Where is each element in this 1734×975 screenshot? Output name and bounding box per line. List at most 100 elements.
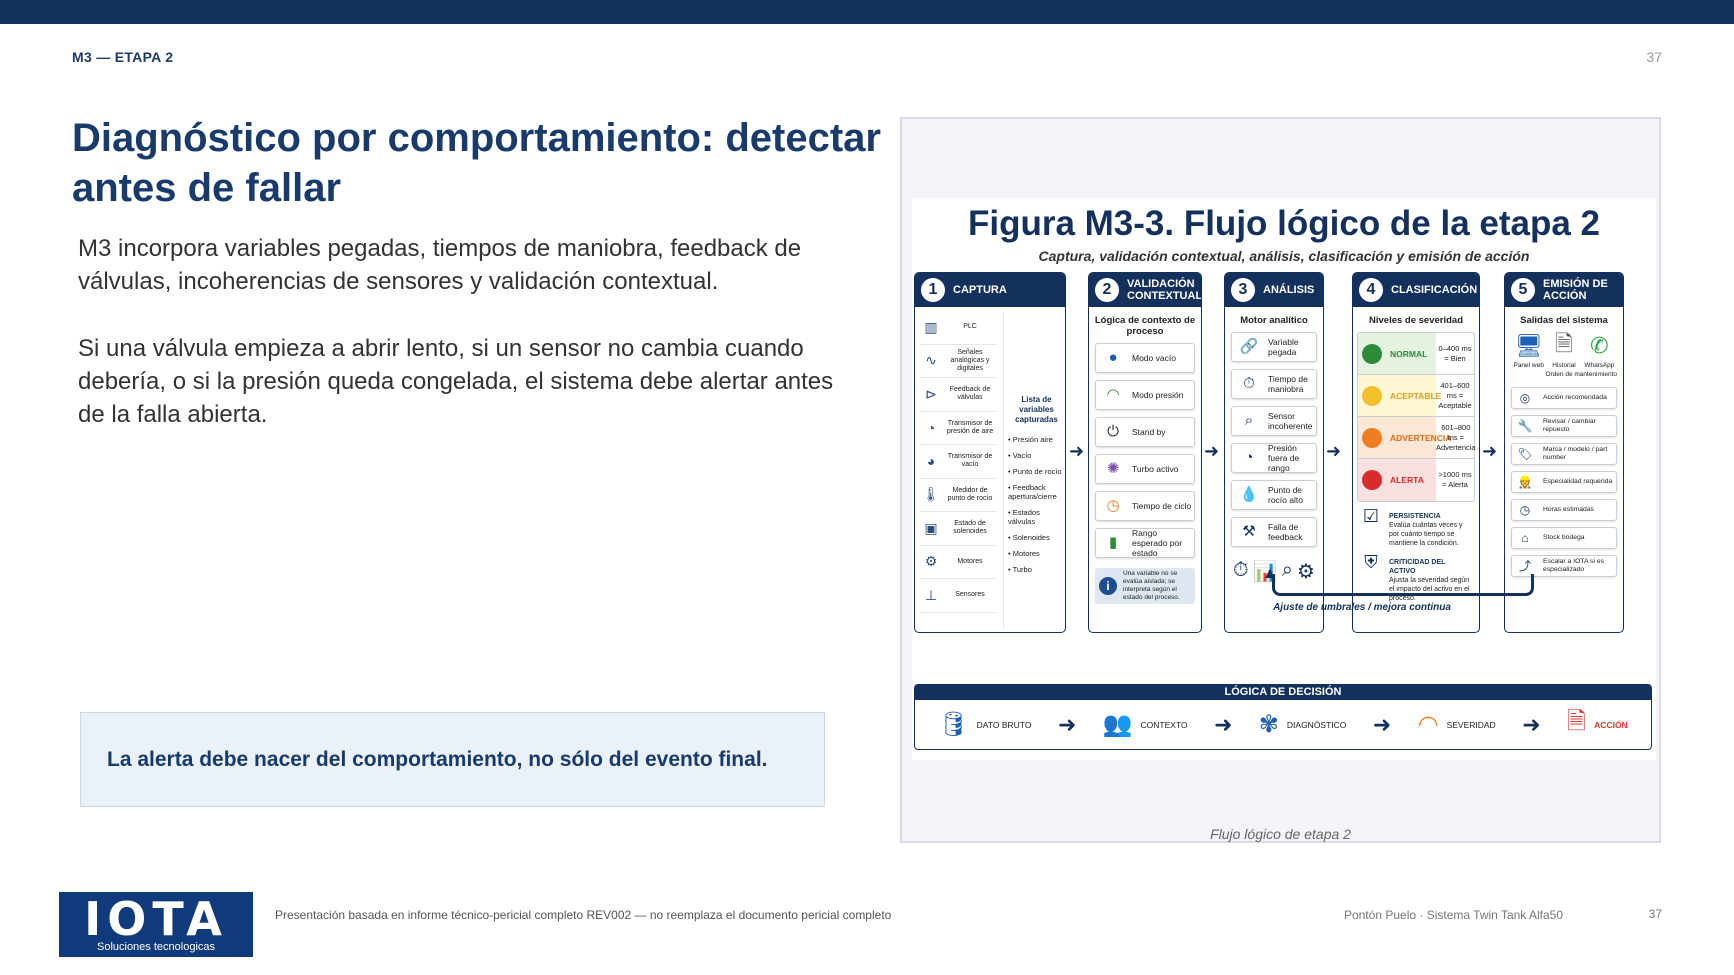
- capture-source-item: 🌡Medidor de punto de rocío: [919, 479, 997, 512]
- analysis-item: 💧 Punto de rocío alto: [1231, 480, 1317, 510]
- chart-icon: 📊: [1252, 561, 1278, 583]
- action-item-label: Marca / modelo / part number: [1543, 446, 1608, 461]
- step-number-4: 4: [1359, 278, 1383, 302]
- severity-dot-icon: [1362, 427, 1382, 448]
- database-icon: 🛢: [938, 711, 969, 738]
- solenoid-icon: ▣: [924, 519, 938, 536]
- decision-logic-title: LÓGICA DE DECISIÓN: [915, 685, 1651, 700]
- analysis-item-label: Presión fuera de rango: [1268, 443, 1300, 473]
- decision-step: 👥CONTEXTO: [1103, 710, 1188, 739]
- capture-source-item: ⊳Feedback de válvulas: [919, 378, 997, 412]
- loop-arrow-up-icon: ▲: [1262, 565, 1278, 582]
- analysis-item-label: Sensor incoherente: [1268, 411, 1313, 431]
- valve-fault-icon: ⚒: [1242, 523, 1256, 540]
- stage-action-title: EMISIÓN DE ACCIÓN: [1543, 278, 1608, 302]
- stage-action-header: 5 EMISIÓN DE ACCIÓN: [1505, 273, 1623, 307]
- decision-step: 🛢DATO BRUTO: [938, 710, 1031, 739]
- flow-arrow-icon: ➜: [1069, 441, 1085, 461]
- system-outputs: 🖥Panel web🗎Historial✆WhatsApp: [1511, 331, 1617, 369]
- feedback-loop-line: [1272, 574, 1534, 596]
- analysis-item-label: Variable pegada: [1268, 337, 1299, 357]
- context-item-label: Modo presión: [1132, 390, 1184, 400]
- footer-note: Presentación basada en informe técnico-p…: [275, 908, 892, 922]
- clock-icon: ◷: [1106, 497, 1120, 514]
- flow-arrow-icon: ➜: [1204, 441, 1220, 461]
- stage-capture-title: CAPTURA: [953, 284, 1007, 296]
- context-item-label: Stand by: [1132, 427, 1166, 437]
- speedometer-icon: ◠: [1417, 711, 1439, 738]
- feedback-loop-label: Ajuste de umbrales / mejora continua: [1273, 602, 1451, 613]
- captured-variable-item: Turbo: [1008, 565, 1065, 574]
- signal-icon: ∿: [925, 352, 937, 369]
- classification-note-text: Evalúa cuántas veces y por cuánto tiempo…: [1389, 522, 1463, 547]
- severity-name: NORMAL: [1390, 348, 1428, 359]
- capture-source-item: ▥ PLC: [919, 311, 997, 345]
- magnifier-icon: ⌕: [1244, 412, 1254, 429]
- escalate-icon: ⤴: [1518, 559, 1531, 573]
- stage-action-subtitle: Salidas del sistema: [1520, 315, 1608, 326]
- system-output-label: Panel web: [1513, 362, 1544, 369]
- context-item: ●Modo vacío: [1095, 343, 1195, 373]
- context-info-box: i Una variable no se evalúa aislada; se …: [1095, 568, 1195, 604]
- callout-box: La alerta debe nacer del comportamiento,…: [80, 712, 825, 807]
- warehouse-icon: ⌂: [1521, 531, 1529, 545]
- context-item: ◷Tiempo de ciclo: [1095, 491, 1195, 521]
- decision-step: ◠SEVERIDAD: [1418, 710, 1496, 739]
- gauge-icon: ◔: [1244, 449, 1254, 466]
- system-output: ✆WhatsApp: [1582, 332, 1617, 369]
- analysis-item-label: Falla de feedback: [1268, 522, 1303, 542]
- analysis-item: ◔ Presión fuera de rango: [1231, 443, 1317, 473]
- footer-page-number: 37: [1648, 907, 1662, 921]
- stage-validation-title: VALIDACIÓN CONTEXTUAL: [1127, 278, 1202, 302]
- severity-dot-icon: [1362, 385, 1382, 406]
- document-clock-icon: 🗎: [1555, 331, 1573, 356]
- capture-source-list: ▥ PLC ∿Señales analógicas y digitales⊳Feed…: [919, 311, 997, 613]
- analysis-item: ⌕ Sensor incoherente: [1231, 406, 1317, 436]
- action-item: ◎Acción recomendada: [1511, 387, 1617, 409]
- action-list: ◎Acción recomendada🔧Revisar / cambiar re…: [1505, 387, 1623, 577]
- capture-source-item: ⚙Motores: [919, 546, 997, 579]
- system-output-label: Historial: [1552, 362, 1576, 369]
- slide-title: Diagnóstico por comportamiento: detectar…: [72, 116, 881, 210]
- captured-variable-item: Feedback apertura/cierre: [1008, 483, 1065, 501]
- classification-note-title: PERSISTENCIA: [1389, 513, 1441, 520]
- context-item: ✺Turbo activo: [1095, 454, 1195, 484]
- brain-icon: ✾: [1258, 711, 1279, 738]
- figure-subtitle: Captura, validación contextual, análisis…: [1038, 248, 1530, 264]
- severity-dot-icon: [1362, 343, 1382, 364]
- severity-name: ALERTA: [1390, 475, 1424, 485]
- shield-icon: ⛨: [1364, 552, 1378, 572]
- capture-source-label: Estado de solenoides: [953, 520, 987, 536]
- analysis-item: 🔗Variable pegada: [1231, 332, 1317, 362]
- analysis-item-label: Punto de rocío alto: [1268, 485, 1303, 505]
- capture-source-label: PLC: [963, 323, 977, 331]
- plc-icon: ▥: [924, 318, 938, 335]
- analysis-item: ⏱Tiempo de maniobra: [1231, 369, 1317, 399]
- stage-capture: 1 CAPTURA ▥PLC∿Señales analógicas y digi…: [914, 272, 1066, 633]
- stage-classification-title: CLASIFICACIÓN: [1391, 284, 1478, 296]
- decision-step-label: DIAGNÓSTICO: [1286, 719, 1347, 730]
- capture-source-label: Transmisor de vacío: [947, 453, 993, 469]
- severity-range: 601–800 ms = Advertencia: [1436, 422, 1476, 452]
- stage-action: 5 EMISIÓN DE ACCIÓN Salidas del sistema …: [1504, 272, 1624, 633]
- stage-analysis-header: 3 ANÁLISIS: [1225, 273, 1323, 307]
- action-item: 🏷Marca / modelo / part number: [1511, 443, 1617, 465]
- decision-arrow-icon: ➜: [1213, 711, 1233, 737]
- section-tag: M3 — ETAPA 2: [72, 49, 174, 65]
- drop-icon: 💧: [1239, 486, 1259, 503]
- action-item-label: Escalar a IOTA si es especializado: [1543, 558, 1605, 573]
- power-icon: ⏻: [1107, 423, 1119, 440]
- capture-source-item: ∿Señales analógicas y digitales: [919, 345, 997, 378]
- severity-level: ALERTA>1000 ms = Alerta: [1358, 459, 1474, 501]
- stage-analysis: 3 ANÁLISIS Motor analítico 🔗Variable peg…: [1224, 272, 1324, 633]
- capture-source-item: ⊥Sensores: [919, 579, 997, 613]
- context-item-label: Turbo activo: [1132, 464, 1179, 474]
- severity-name: ADVERTENCIA: [1390, 432, 1452, 443]
- thermometer-icon: 🌡: [922, 486, 940, 503]
- action-item: ◷Horas estimadas: [1511, 499, 1617, 521]
- capture-source-item: ▣ Estado de solenoides: [919, 512, 997, 546]
- action-item-label: Horas estimadas: [1543, 506, 1594, 513]
